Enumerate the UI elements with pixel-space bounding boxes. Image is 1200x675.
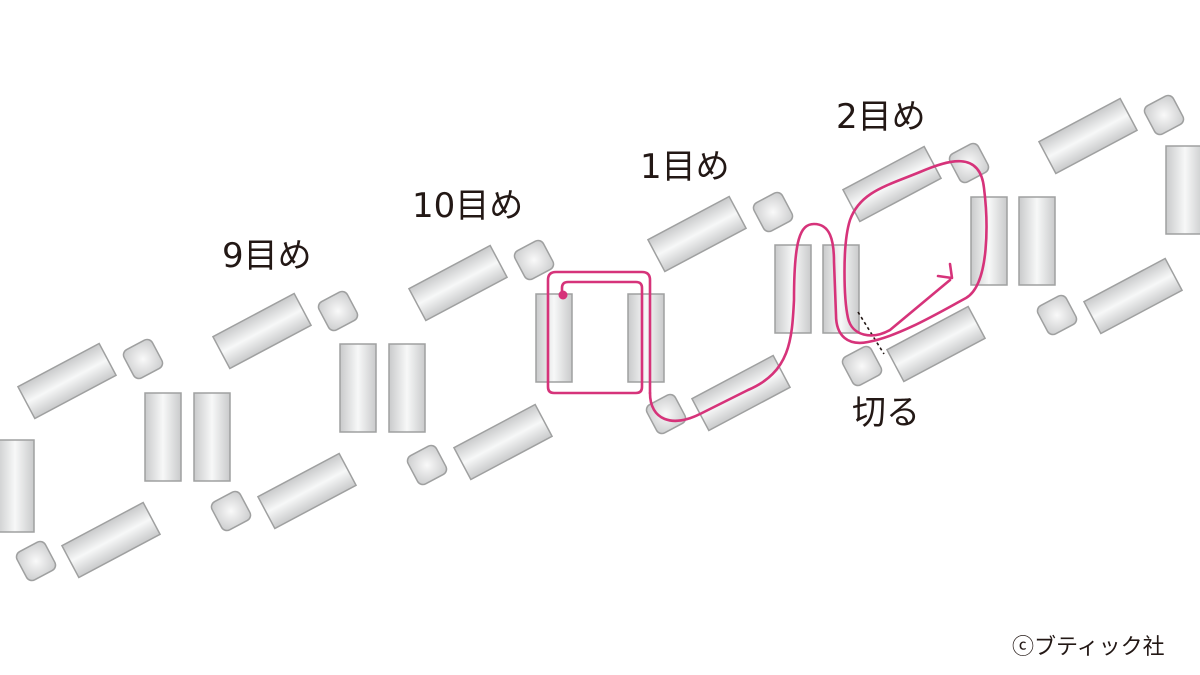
label-row-1: 1目め: [640, 147, 730, 187]
bugle-bead-vertical: [970, 196, 1008, 286]
bugle-bead-vertical: [339, 343, 377, 433]
thread-path-main: [648, 159, 988, 423]
label-row-10: 10目め: [412, 186, 523, 226]
round-bead: [1036, 294, 1078, 336]
bugle-bead-vertical: [0, 439, 35, 533]
round-bead: [15, 540, 57, 582]
bugle-bead-vertical: [1018, 196, 1056, 286]
bugle-bead-tilted: [16, 342, 118, 420]
round-bead: [210, 490, 252, 532]
cut-guide-line: [857, 311, 885, 355]
bead-unit-10: [339, 239, 555, 486]
label-row-2: 2目め: [836, 97, 926, 137]
round-bead: [752, 191, 794, 233]
bead-unit-2: [774, 142, 990, 387]
bead-unit-3: [970, 94, 1200, 336]
bugle-bead-tilted: [211, 292, 313, 370]
bugle-bead-tilted: [452, 403, 554, 481]
bugle-bead-vertical: [627, 293, 665, 383]
label-cut: 切る: [852, 393, 920, 433]
bugle-bead-vertical: [1165, 145, 1200, 235]
bugle-bead-tilted: [885, 305, 987, 383]
round-bead: [1143, 94, 1185, 136]
bugle-bead-vertical: [193, 392, 231, 482]
bugle-bead-tilted: [256, 452, 358, 530]
bugle-bead-vertical: [535, 293, 573, 383]
bugle-bead-tilted: [407, 244, 509, 322]
round-bead: [513, 239, 555, 281]
round-bead: [841, 345, 883, 387]
bead-unit-8: [0, 338, 164, 582]
bugle-bead-vertical: [144, 392, 182, 482]
bead-unit-1: [535, 191, 794, 435]
bugle-bead-tilted: [1037, 97, 1139, 175]
thread-start-point: [558, 290, 568, 300]
label-row-9: 9目め: [222, 236, 312, 276]
bugle-bead-tilted: [646, 195, 748, 273]
round-bead: [122, 338, 164, 380]
thread-loop-unit-1: [546, 270, 652, 395]
round-bead: [406, 444, 448, 486]
round-bead: [645, 393, 687, 435]
thread-arrow-icon: [936, 262, 954, 280]
bugle-bead-tilted: [60, 501, 162, 579]
bugle-bead-vertical: [388, 343, 426, 433]
bugle-bead-tilted: [1082, 257, 1184, 335]
bead-unit-9: [144, 290, 359, 532]
bugle-bead-vertical: [822, 244, 860, 334]
round-bead: [317, 290, 359, 332]
copyright-text: ⓒブティック社: [1012, 635, 1165, 660]
